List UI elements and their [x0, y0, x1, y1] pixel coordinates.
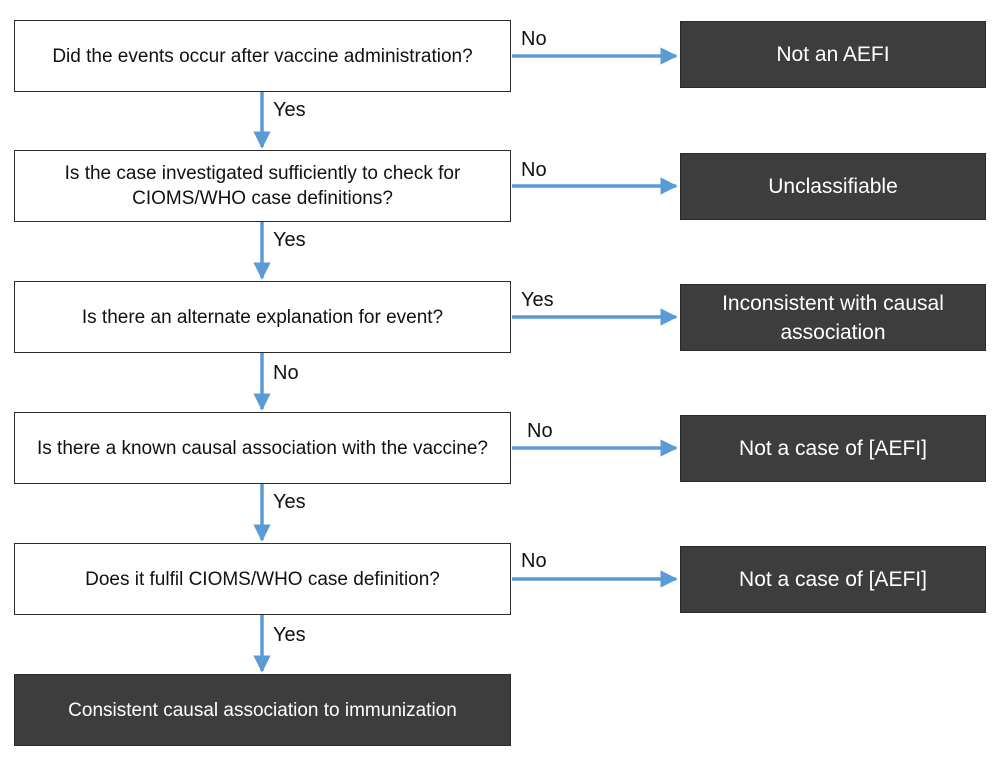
question-box-4: Is there a known causal association with… [14, 412, 511, 484]
side-label-2: No [521, 159, 547, 181]
question-box-5: Does it fulfil CIOMS/WHO case definition… [14, 543, 511, 615]
outcome-text-5: Not a case of [AEFI] [739, 568, 927, 591]
outcome-text-1: Not an AEFI [776, 43, 890, 66]
outcome-text-3: Inconsistent with causal association [722, 291, 944, 344]
final-outcome-text: Consistent causal association to immuniz… [68, 699, 457, 721]
outcome-box-5: Not a case of [AEFI] [680, 546, 986, 613]
outcome-box-2: Unclassifiable [680, 153, 986, 220]
side-label-5: No [521, 550, 547, 572]
question-box-2: Is the case investigated sufficiently to… [14, 150, 511, 222]
outcome-text-2: Unclassifiable [768, 175, 898, 198]
side-label-4: No [527, 420, 553, 442]
down-label-4: Yes [273, 491, 306, 513]
side-label-3: Yes [521, 289, 554, 311]
final-outcome-box: Consistent causal association to immuniz… [14, 674, 511, 746]
question-text-1: Did the events occur after vaccine admin… [52, 45, 473, 67]
question-text-2: Is the case investigated sufficiently to… [64, 163, 461, 209]
outcome-text-4: Not a case of [AEFI] [739, 437, 927, 460]
side-label-1: No [521, 28, 547, 50]
outcome-box-4: Not a case of [AEFI] [680, 415, 986, 482]
outcome-box-1: Not an AEFI [680, 21, 986, 88]
down-label-3: No [273, 362, 299, 384]
outcome-box-3: Inconsistent with causal association [680, 284, 986, 351]
question-box-1: Did the events occur after vaccine admin… [14, 20, 511, 92]
down-label-2: Yes [273, 229, 306, 251]
down-label-5: Yes [273, 624, 306, 646]
down-label-1: Yes [273, 99, 306, 121]
question-text-5: Does it fulfil CIOMS/WHO case definition… [85, 568, 440, 590]
question-box-3: Is there an alternate explanation for ev… [14, 281, 511, 353]
question-text-4: Is there a known causal association with… [37, 437, 488, 459]
question-text-3: Is there an alternate explanation for ev… [81, 306, 444, 328]
